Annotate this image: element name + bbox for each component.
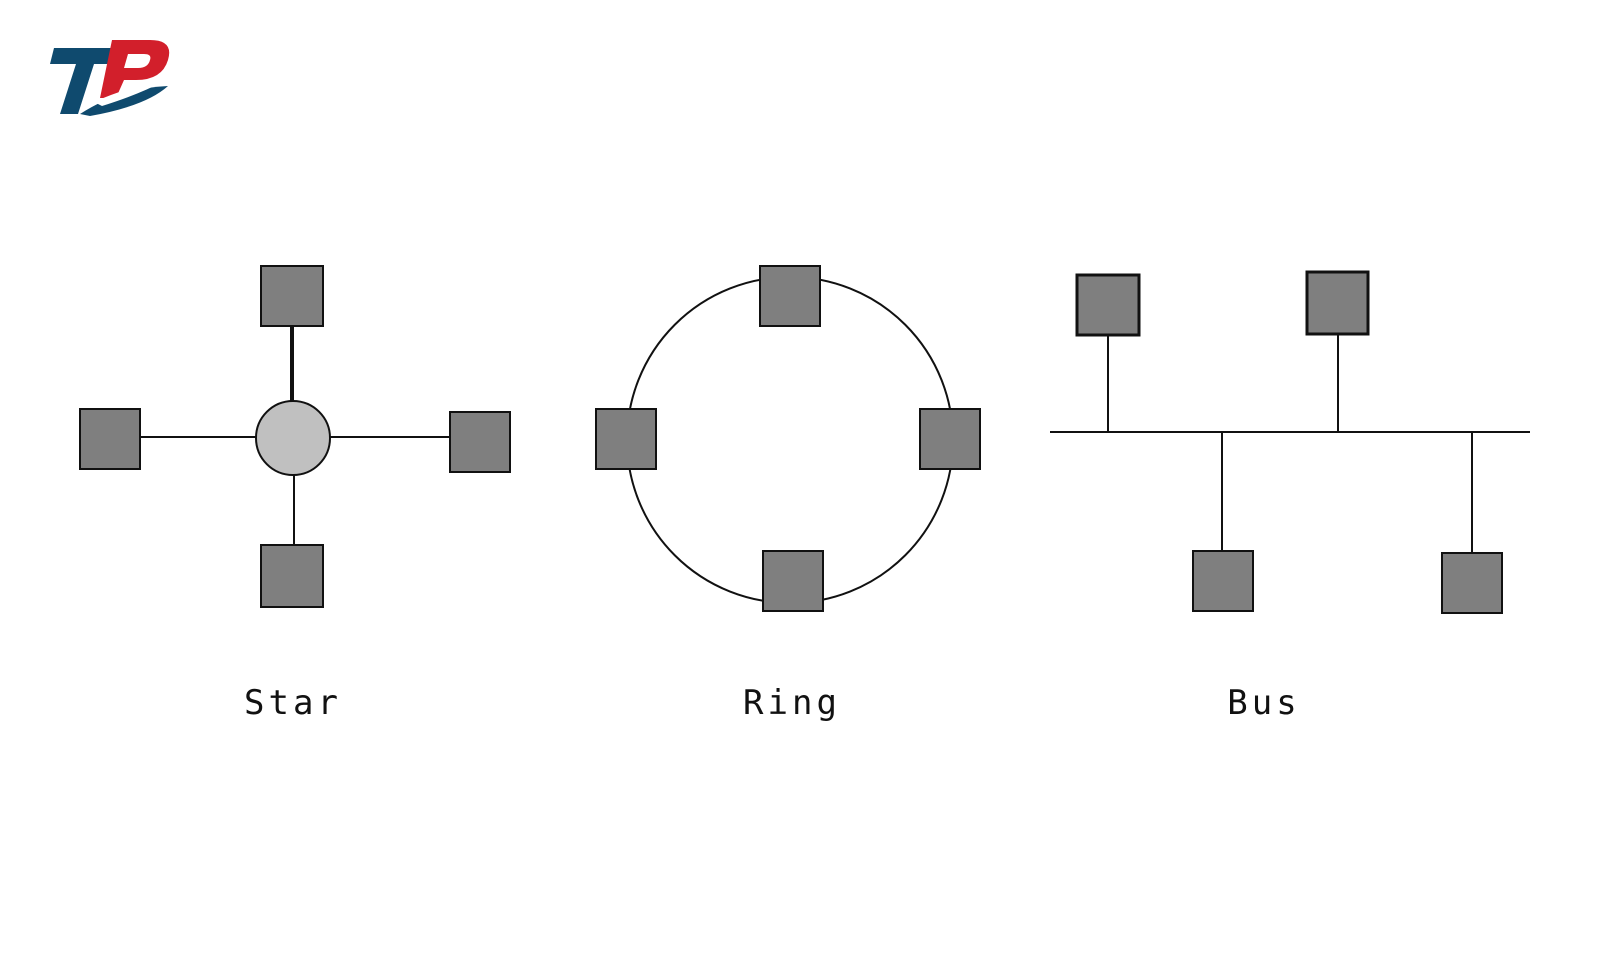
logo-swoosh-accent bbox=[94, 82, 162, 106]
star-hub bbox=[255, 400, 331, 476]
bus-node-4 bbox=[1441, 552, 1503, 614]
logo-letter-t bbox=[50, 48, 116, 114]
ring-node-bottom bbox=[762, 550, 824, 612]
ring-node-left bbox=[595, 408, 657, 470]
bus-topology bbox=[1050, 270, 1530, 614]
bus-label: Bus bbox=[1227, 683, 1300, 723]
bus-node-1 bbox=[1075, 273, 1141, 337]
star-node-bottom bbox=[260, 544, 324, 608]
ring-label: Ring bbox=[743, 683, 841, 723]
ring-topology bbox=[595, 265, 981, 612]
star-node-right bbox=[449, 411, 511, 473]
company-logo bbox=[50, 40, 170, 116]
ring-node-right bbox=[919, 408, 981, 470]
logo-swoosh bbox=[80, 86, 168, 116]
ring-node-top bbox=[759, 265, 821, 327]
bus-node-2 bbox=[1305, 270, 1370, 336]
star-node-top bbox=[260, 265, 324, 327]
star-node-left bbox=[79, 408, 141, 470]
star-label: Star bbox=[244, 683, 342, 723]
star-topology bbox=[79, 265, 511, 608]
logo-letter-p bbox=[100, 40, 170, 98]
bus-node-3 bbox=[1192, 550, 1254, 612]
